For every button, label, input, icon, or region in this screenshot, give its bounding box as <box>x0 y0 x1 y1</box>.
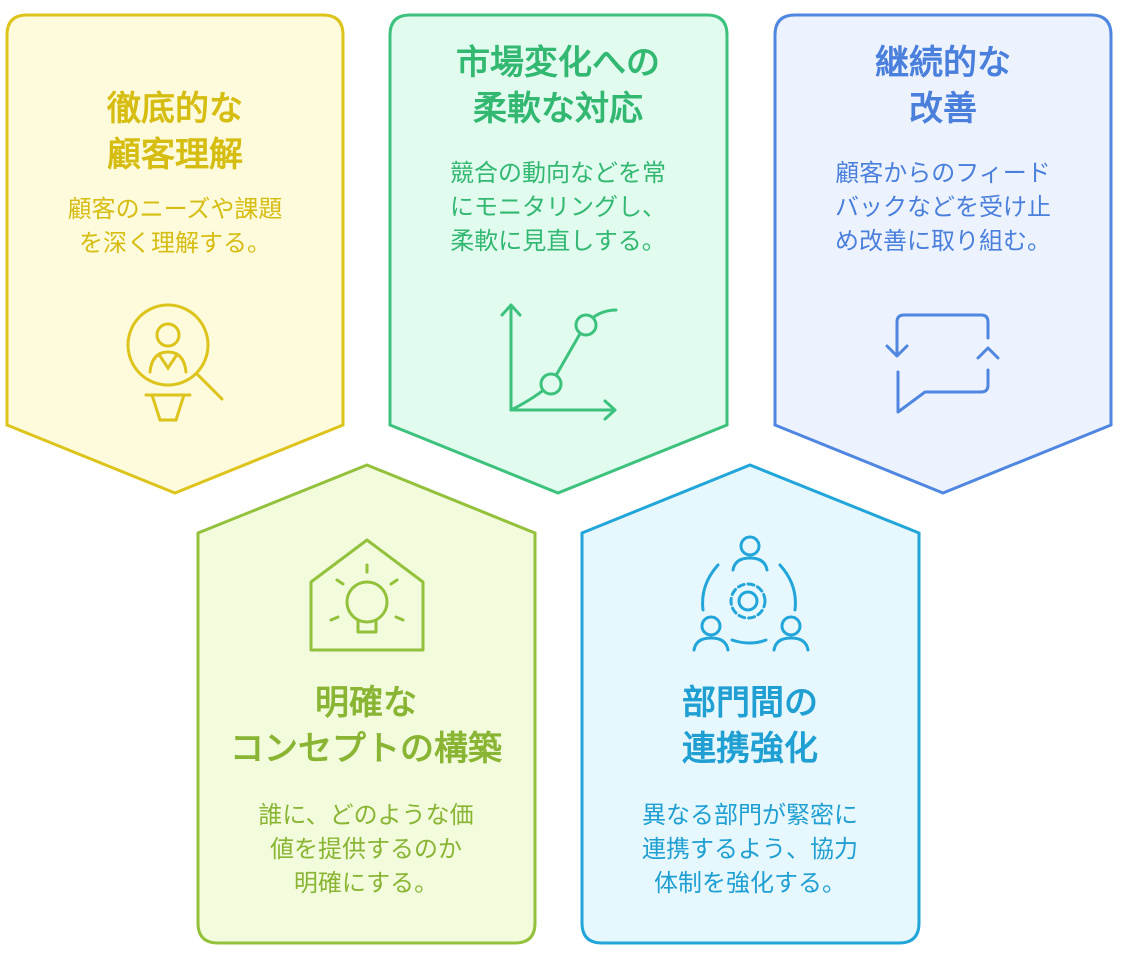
card-4-shape <box>196 463 537 945</box>
growth-curve-icon <box>500 303 618 421</box>
card-description: 顧客からのフィード バックなどを受け止 め改善に取り組む。 <box>835 159 1051 255</box>
card-1-shape <box>5 13 345 495</box>
card-description: 誰に、どのような価 値を提供するのか 明確にする。 <box>258 801 474 897</box>
customer-search-icon <box>126 303 224 422</box>
card-5-shape <box>580 463 921 945</box>
idea-house-icon <box>309 538 425 652</box>
card-customer-understanding: 徹底的な 顧客理解 顧客のニーズや課題 を深く理解する。 <box>7 86 343 260</box>
card-3-shape <box>773 13 1113 495</box>
team-collaboration-icon <box>692 535 810 652</box>
card-title: 部門間の 連携強化 <box>682 683 818 769</box>
card-cross-department: 部門間の 連携強化 異なる部門が緊密に 連携するよう、協力 体制を強化する。 <box>582 680 918 900</box>
card-description: 顧客のニーズや課題 を深く理解する。 <box>67 195 283 257</box>
card-market-adaptation: 市場変化への 柔軟な対応 競合の動向などを常 にモニタリングし、 柔軟に見直しす… <box>390 40 726 258</box>
card-continuous-improvement: 継続的な 改善 顧客からのフィード バックなどを受け止 め改善に取り組む。 <box>775 40 1111 258</box>
card-clear-concept: 明確な コンセプトの構築 誰に、どのような価 値を提供するのか 明確にする。 <box>198 680 534 900</box>
card-2-shape <box>388 13 729 495</box>
card-title: 市場変化への 柔軟な対応 <box>456 43 660 129</box>
card-title: 明確な コンセプトの構築 <box>230 683 502 769</box>
card-title: 徹底的な 顧客理解 <box>107 89 243 175</box>
card-title: 継続的な 改善 <box>875 43 1011 129</box>
feedback-cycle-icon <box>885 313 1000 414</box>
card-description: 競合の動向などを常 にモニタリングし、 柔軟に見直しする。 <box>450 159 666 255</box>
card-description: 異なる部門が緊密に 連携するよう、協力 体制を強化する。 <box>642 801 858 897</box>
